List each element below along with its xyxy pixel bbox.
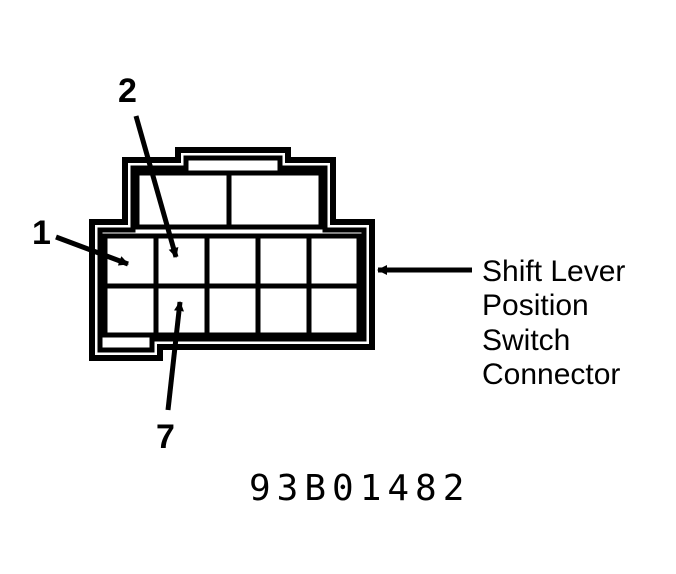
connector-housing-outer (89, 147, 375, 361)
connector-callout: Shift Lever Position Switch Connector (482, 255, 625, 391)
pin-label-2: 2 (118, 72, 137, 110)
pin-cavity (153, 233, 210, 289)
callout-line: Shift Lever (482, 255, 625, 288)
callout-line: Position (482, 289, 589, 322)
arrow-pin-1 (55, 234, 129, 267)
arrow-pin-7 (165, 301, 184, 411)
pin-cavity (102, 283, 159, 338)
callout-line: Switch (482, 324, 570, 357)
pin-label-1: 1 (32, 214, 51, 252)
pin-cavity (204, 283, 261, 338)
connector-housing-inner (97, 155, 367, 353)
callout-line: Connector (482, 358, 620, 391)
figure-id: 93B01482 (249, 468, 470, 509)
pin-label-7: 7 (156, 418, 175, 456)
key-cavity-right (226, 170, 324, 230)
pin-cavity (306, 233, 362, 289)
pin-cavity (255, 233, 312, 289)
arrow-pin-2 (133, 115, 179, 258)
pin-cavity (204, 233, 261, 289)
pin-cavity (102, 233, 159, 289)
pin-grid (102, 233, 362, 338)
pin-cavity (306, 283, 362, 338)
pin-cavity (255, 283, 312, 338)
key-cavity-left (134, 170, 232, 230)
